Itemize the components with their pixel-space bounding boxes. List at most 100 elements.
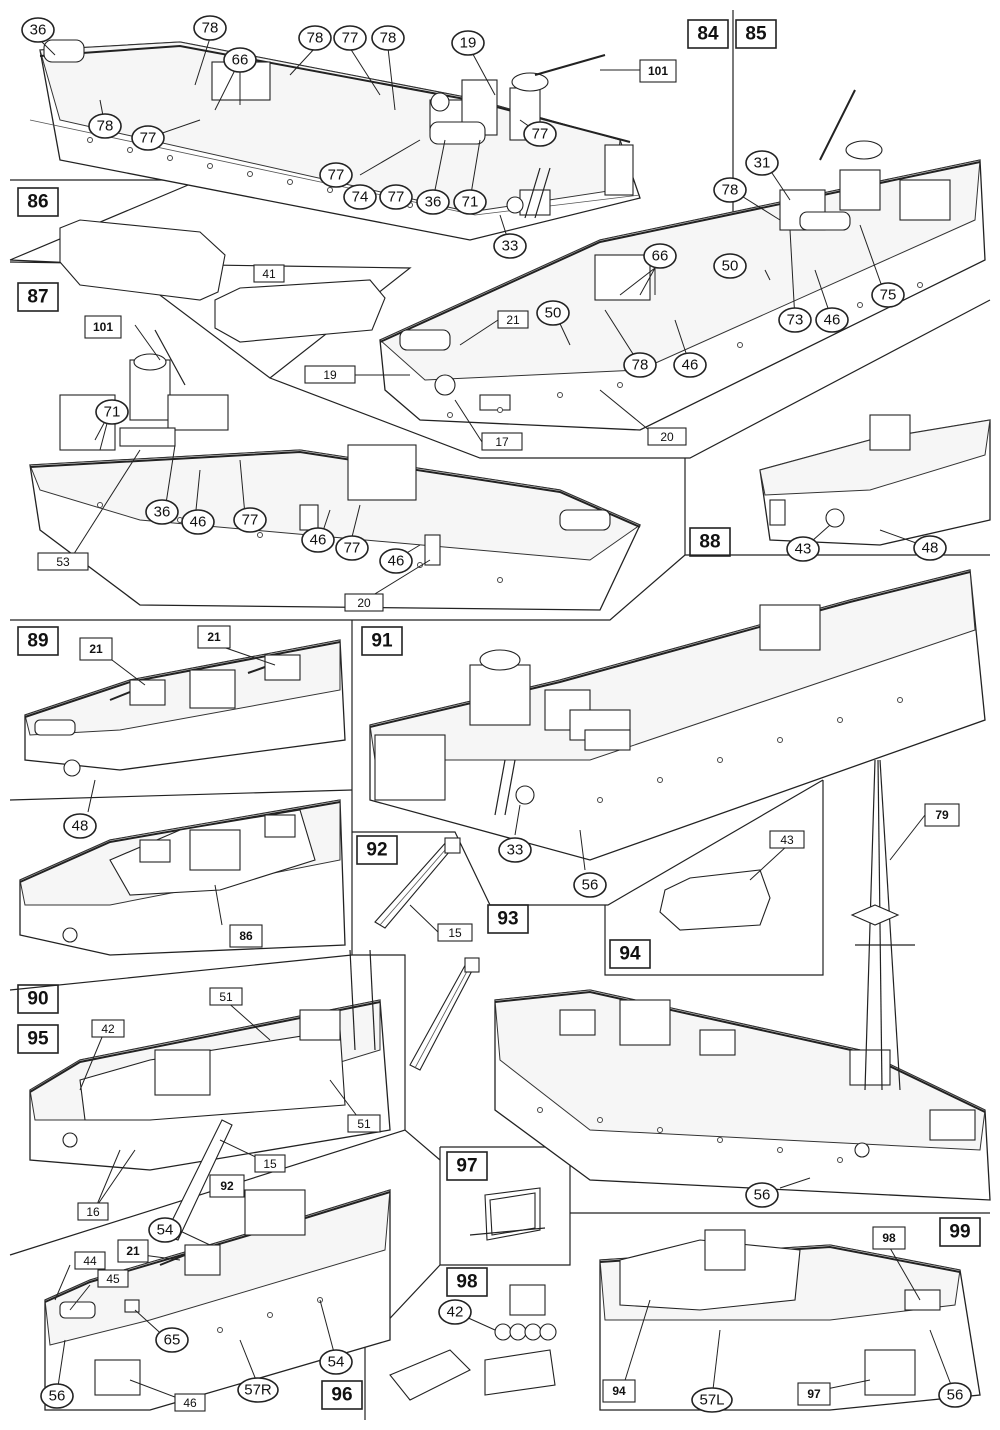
callout-42: 42: [438, 1299, 472, 1325]
callout-66: 66: [643, 243, 677, 269]
callout-46: 46: [301, 527, 335, 553]
callout-label: 54: [328, 1354, 345, 1371]
step-98-label: 98: [446, 1267, 488, 1297]
callout-label: 48: [922, 540, 939, 557]
part-box-101-step84: 101: [639, 59, 677, 83]
callout-56: 56: [573, 872, 607, 898]
part-box-label: 51: [219, 990, 233, 1004]
step-96-number: 96: [331, 1385, 352, 1406]
callout-71: 71: [453, 189, 487, 215]
step-88-number: 88: [699, 532, 720, 553]
callout-label: 36: [154, 504, 171, 521]
callout-33: 33: [493, 233, 527, 259]
step-89-drawing: [24, 639, 346, 777]
callout-label: 46: [824, 312, 841, 329]
part-box-label: 51: [357, 1117, 371, 1131]
part-box-label: 92: [220, 1179, 234, 1193]
callout-77: 77: [319, 162, 353, 188]
callout-19: 19: [451, 30, 485, 56]
callout-label: 56: [947, 1387, 964, 1404]
part-box-53: 53: [37, 552, 89, 571]
callout-label: 56: [49, 1388, 66, 1405]
callout-66: 66: [223, 47, 257, 73]
callout-label: 46: [388, 553, 405, 570]
step-94-label: 94: [609, 939, 651, 969]
step-86-label: 86: [17, 187, 59, 217]
step-89-label: 89: [17, 626, 59, 656]
step-93-number: 93: [497, 909, 518, 930]
callout-46: 46: [815, 307, 849, 333]
step-86-number: 86: [27, 192, 48, 213]
step-85-callouts: [355, 169, 886, 443]
part-box-label: 19: [323, 368, 337, 382]
callout-label: 66: [652, 248, 669, 265]
callout-label: 42: [447, 1304, 464, 1321]
callout-label: 78: [632, 357, 649, 374]
callout-label: 36: [30, 22, 47, 39]
part-box-101-step87: 101: [84, 315, 122, 339]
step-97-drawing: [469, 1187, 546, 1241]
step-94-callouts: [749, 844, 789, 881]
part-box-20-step87: 20: [344, 593, 384, 612]
part-box-label: 42: [101, 1022, 115, 1036]
step-95-callouts: [79, 999, 361, 1208]
step-96-label: 96: [321, 1380, 363, 1410]
step-87-drawing: [29, 329, 642, 611]
callout-46: 46: [673, 352, 707, 378]
part-box-label: 15: [263, 1157, 277, 1171]
callout-77: 77: [523, 121, 557, 147]
part-box-label: 44: [83, 1254, 97, 1268]
part-box-17: 17: [481, 432, 523, 451]
part-box-label: 20: [357, 596, 371, 610]
step-92-drawing: [374, 837, 480, 1071]
step-88-label: 88: [689, 527, 731, 557]
callout-33: 33: [498, 837, 532, 863]
part-box-label: 21: [506, 313, 520, 327]
part-box-79: 79: [924, 803, 960, 827]
part-box-label: 101: [93, 320, 113, 334]
callout-73: 73: [778, 307, 812, 333]
step-92-callouts: [409, 904, 439, 933]
callout-label: 56: [582, 877, 599, 894]
callout-54: 54: [319, 1349, 353, 1375]
part-box-label: 20: [660, 430, 674, 444]
part-box-20-step85: 20: [647, 427, 687, 446]
callout-78: 78: [713, 177, 747, 203]
callout-label: 31: [754, 155, 771, 172]
callout-label: 33: [507, 842, 524, 859]
part-box-label: 21: [126, 1244, 140, 1258]
step-93-callouts: [779, 814, 926, 1189]
callout-74: 74: [343, 184, 377, 210]
step-99-number: 99: [949, 1222, 970, 1243]
callout-label: 57R: [244, 1382, 272, 1399]
callout-label: 56: [754, 1187, 771, 1204]
callout-label: 50: [722, 258, 739, 275]
step-91-label: 91: [361, 626, 403, 656]
callout-57L: 57L: [691, 1387, 733, 1413]
callout-57R: 57R: [237, 1377, 279, 1403]
part-box-16: 16: [77, 1202, 109, 1221]
callout-54: 54: [148, 1217, 182, 1243]
callout-48: 48: [63, 813, 97, 839]
step-95-number: 95: [27, 1029, 49, 1050]
callout-label: 65: [164, 1332, 181, 1349]
part-box-label: 45: [106, 1272, 120, 1286]
callout-label: 77: [388, 189, 405, 206]
step-94-drawing: [659, 869, 771, 931]
callout-label: 71: [462, 194, 479, 211]
step-84-number: 84: [697, 24, 719, 45]
step-87-number: 87: [27, 287, 48, 308]
part-box-21-step89b: 21: [197, 625, 231, 649]
callout-43: 43: [786, 536, 820, 562]
callout-label: 46: [190, 514, 207, 531]
callout-label: 74: [352, 189, 369, 206]
part-box-label: 79: [935, 808, 949, 822]
callout-label: 78: [380, 30, 397, 47]
part-box-label: 41: [262, 267, 276, 281]
callout-75: 75: [871, 282, 905, 308]
callout-78: 78: [88, 113, 122, 139]
part-box-label: 21: [89, 642, 103, 656]
step-92-label: 92: [356, 835, 398, 865]
